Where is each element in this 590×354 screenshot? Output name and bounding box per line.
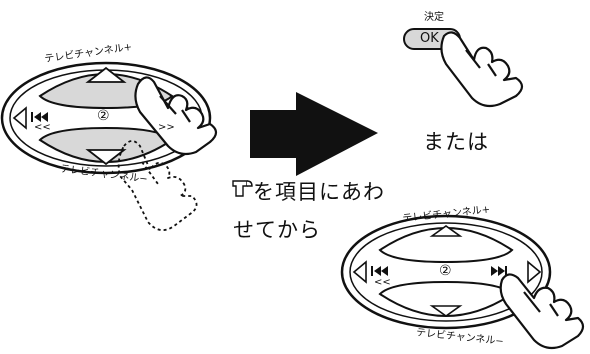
- channel-number-right: ②: [439, 263, 452, 279]
- left-triangle-icon: [12, 106, 27, 130]
- kettei-label: 決定: [424, 12, 444, 23]
- ok-label: OK: [420, 31, 439, 46]
- instruction-line-1: を項目にあわ: [253, 180, 385, 204]
- pointer-finger-icon: [232, 180, 253, 197]
- next-label-left: >>: [158, 122, 175, 133]
- channel-up-button-right[interactable]: [378, 227, 514, 264]
- skip-back-icon: [371, 266, 388, 276]
- right-arrow-icon: [250, 92, 378, 176]
- left-triangle-icon: [352, 260, 367, 284]
- down-triangle-icon: [429, 305, 463, 317]
- down-triangle-icon: [85, 149, 127, 166]
- pointing-hand-icon-left: [134, 76, 218, 156]
- prev-label-right: <<: [374, 277, 391, 288]
- remote-pad-right: [340, 214, 552, 330]
- prev-label-left: <<: [34, 122, 51, 133]
- pointing-hand-dotted-icon-left: [117, 140, 198, 232]
- pointing-hand-icon-right: [499, 273, 585, 350]
- instruction-line-2: せてから: [233, 218, 321, 242]
- skip-back-icon: [31, 112, 48, 122]
- right-triangle-icon: [527, 260, 542, 284]
- up-triangle-icon: [429, 225, 463, 237]
- pointing-hand-icon-ok: [440, 31, 524, 108]
- matawa-text: または: [423, 130, 489, 154]
- skip-forward-icon: [491, 266, 507, 276]
- up-triangle-icon: [85, 66, 127, 83]
- channel-number-left: ②: [97, 108, 110, 124]
